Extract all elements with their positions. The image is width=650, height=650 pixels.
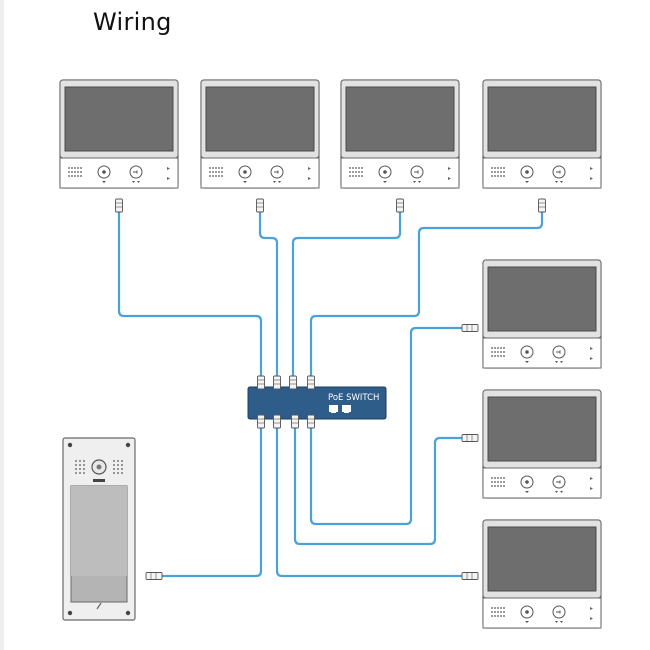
monitor-3 [340,79,460,189]
key-hole-icon [96,602,102,610]
poe-switch-body [247,386,387,420]
cable-door-station [158,424,263,578]
speaker-grille-icon [113,460,123,474]
monitor-5 [482,259,602,369]
monitor-2 [200,79,320,189]
ethernet-port-icon [329,405,338,413]
cable-monitor-2 [258,210,279,380]
monitor-1 [59,79,179,189]
screw-icon [125,610,131,616]
ethernet-port-icon [342,405,351,413]
camera-lens-icon [96,464,102,470]
page-title: Wiring [93,8,172,36]
rj45-plug [273,414,281,429]
page-left-border [0,0,4,650]
screw-icon [67,442,73,448]
cable-monitor-7 [275,424,464,578]
status-light [93,479,105,482]
rj45-plug [257,414,265,429]
rj45-plug [289,375,297,390]
rj45-plug [307,375,315,390]
poe-switch: PoE SWITCH [247,386,387,420]
rj45-plug [115,198,123,213]
screw-icon [67,610,73,616]
cable-monitor-6 [293,424,464,546]
monitor-7 [482,519,602,629]
monitor-6 [482,389,602,499]
poe-switch-label: PoE SWITCH [328,393,379,403]
rj45-plug [461,434,479,442]
speaker-grille-icon [75,460,85,474]
cable-group [117,210,544,578]
rj45-plug [256,198,264,213]
rj45-plug [291,414,299,429]
rj45-plug [145,572,163,580]
rj45-plug [273,375,281,390]
cable-monitor-5 [309,326,464,526]
rj45-plug [396,198,404,213]
name-plate-upper [71,486,127,576]
cable-monitor-4 [309,210,544,380]
rj45-plug [257,375,265,390]
monitor-4 [482,79,602,189]
rj45-plug [461,572,479,580]
cable-monitor-1 [117,210,263,380]
rj45-plug [307,414,315,429]
rj45-plug [538,198,546,213]
door-station [62,437,136,621]
rj45-plug [461,324,479,332]
screw-icon [125,442,131,448]
cable-monitor-3 [291,210,402,380]
